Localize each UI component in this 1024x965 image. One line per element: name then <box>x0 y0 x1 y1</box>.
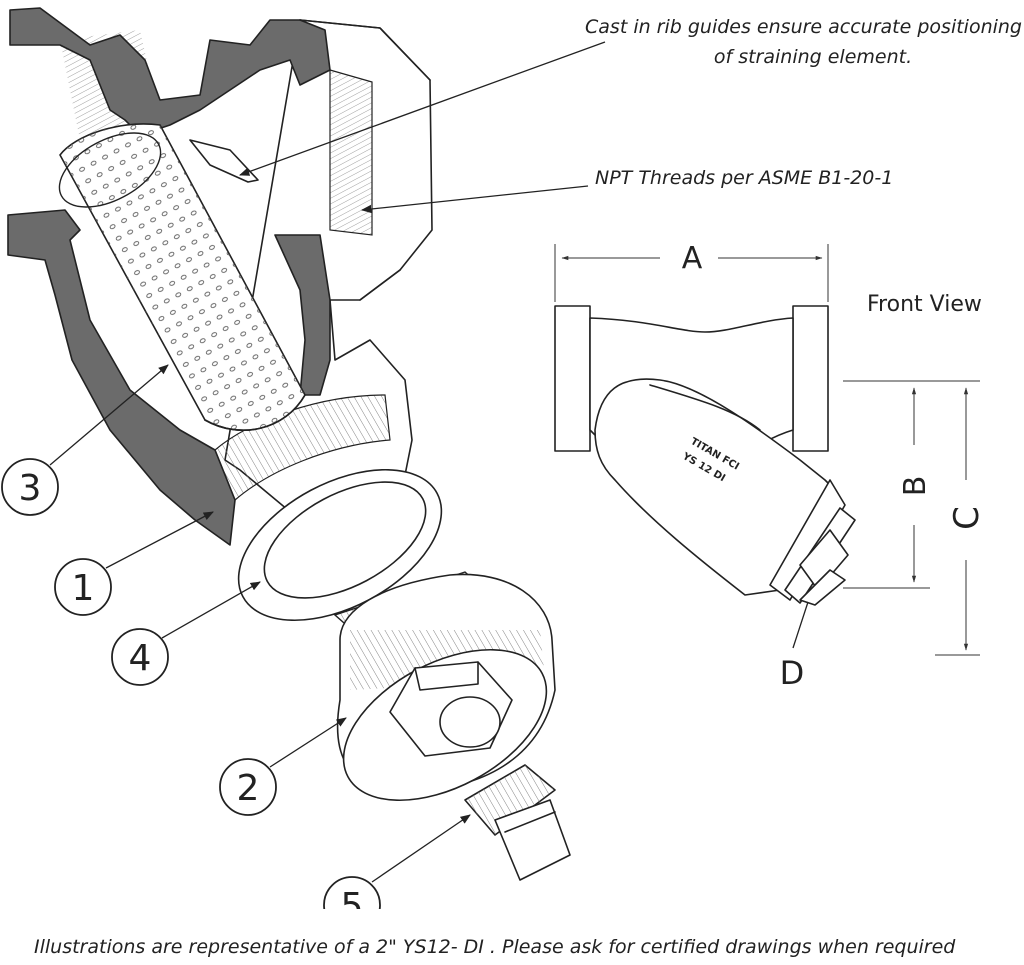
part-bubble-5: 5 <box>323 814 471 927</box>
npt-threads-callout: NPT Threads per ASME B1-20-1 <box>595 167 893 189</box>
rib-guides-callout-line1: Cast in rib guides ensure accurate posit… <box>585 16 1022 38</box>
footer-note: Illustrations are representative of a 2"… <box>34 936 956 958</box>
part-label-2: 2 <box>237 768 260 809</box>
dim-b-label: B <box>898 476 933 497</box>
gasket <box>237 468 443 622</box>
front-view-title: Front View <box>867 292 982 317</box>
dim-d-label: D <box>780 654 805 692</box>
blow-off-plug <box>464 764 571 881</box>
dim-a-label: A <box>682 241 703 276</box>
strainer-body-cutaway <box>7 7 433 546</box>
part-label-4: 4 <box>129 638 152 679</box>
rib-guides-callout-line2: of straining element. <box>714 46 912 68</box>
part-label-5: 5 <box>341 886 364 927</box>
part-bubble-4: 4 <box>111 581 261 686</box>
straining-element <box>58 123 306 431</box>
retainer-cap <box>333 571 556 802</box>
part-bubble-2: 2 <box>219 717 347 816</box>
part-bubble-3: 3 <box>1 364 169 516</box>
part-label-3: 3 <box>19 468 42 509</box>
front-view-strainer: TITAN FCI YS 12 DI <box>554 305 856 606</box>
dim-c-label: C <box>947 506 987 530</box>
part-bubble-1: 1 <box>54 511 214 616</box>
rib-guides-leader <box>239 41 606 176</box>
part-label-1: 1 <box>72 568 95 609</box>
dimensions: A B C D Front View <box>554 241 987 692</box>
npt-threads-leader <box>360 185 589 214</box>
